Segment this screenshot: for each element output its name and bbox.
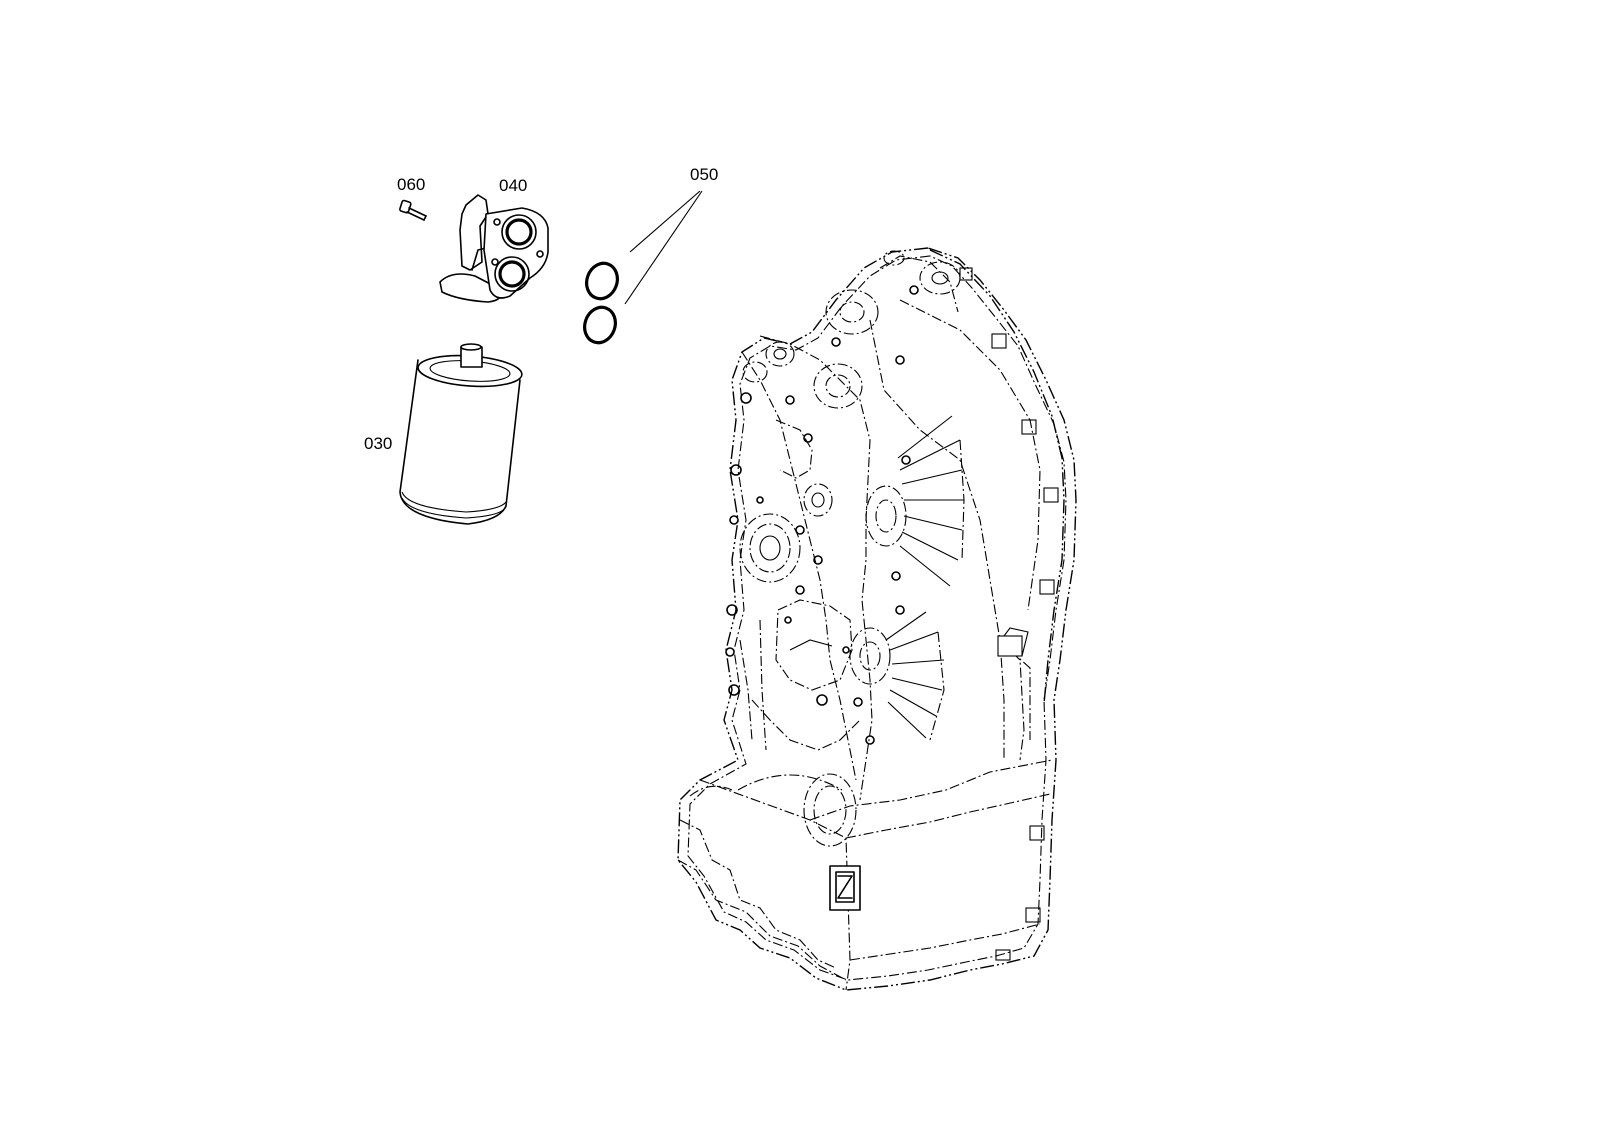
housing-logo-block [829, 865, 861, 911]
filter-cartridge-030 [399, 343, 523, 525]
o-rings-050 [583, 190, 703, 345]
transmission-housing [677, 247, 1077, 991]
callout-label-050: 050 [690, 165, 719, 184]
callout-label-060: 060 [397, 175, 426, 194]
filter-head-040 [439, 194, 549, 303]
callout-label-030: 030 [364, 434, 393, 453]
screw-060 [399, 199, 427, 221]
callout-label-040: 040 [499, 176, 528, 195]
